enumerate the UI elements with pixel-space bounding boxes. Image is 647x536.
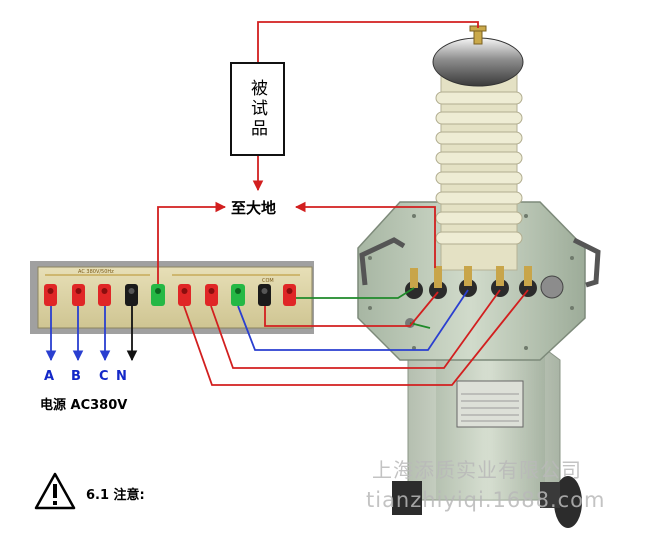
control-panel	[30, 261, 314, 334]
phase-a-label: A	[44, 369, 55, 384]
wires	[45, 21, 529, 386]
watermark-url: tianzhiyiqi.1688.com	[366, 488, 606, 512]
test-transformer	[357, 25, 601, 528]
panel-terminals	[44, 284, 296, 306]
panel-label: AC 380V/50Hz	[78, 269, 114, 275]
warning-icon	[34, 472, 76, 510]
watermark-company: 上海添质实业有限公司	[372, 458, 582, 482]
transformer-terminals	[405, 266, 564, 328]
device-under-test-label: 被试品	[247, 79, 267, 139]
section-note: 6.1 注意:	[86, 488, 145, 503]
phase-b-label: B	[71, 369, 81, 384]
device-under-test-box: 被试品	[230, 62, 285, 156]
power-supply-label: 电源 AC380V	[40, 398, 128, 413]
phase-c-label: C	[99, 369, 109, 384]
phase-n-label: N	[116, 369, 127, 384]
panel-com-tag: COM	[262, 278, 274, 284]
nameplate	[456, 380, 524, 428]
ground-label: 至大地	[231, 199, 277, 217]
